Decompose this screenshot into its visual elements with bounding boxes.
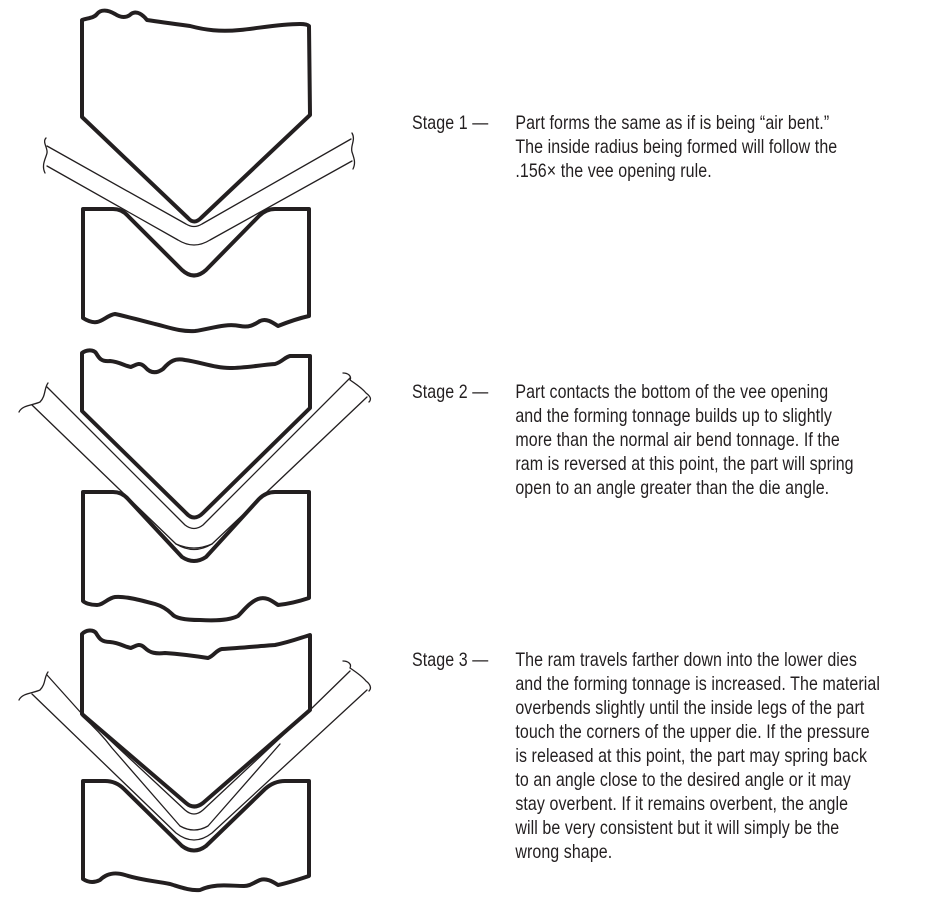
stage-3-upper-punch [80, 628, 312, 809]
stage-3-line: stay overbent. If it remains overbent, t… [515, 793, 849, 815]
stage-2-lower-die [81, 490, 311, 623]
stage-1-label: Stage 1 — [412, 112, 489, 134]
stage-1-line: The inside radius being formed will foll… [515, 136, 838, 158]
stage-3-label: Stage 3 — [412, 649, 489, 671]
stage-3-line: will be very consistent but it will simp… [515, 817, 840, 839]
stage-2-line: open to an angle greater than the die an… [515, 477, 830, 499]
stage-1-line: Part forms the same as if is being “air … [515, 112, 830, 134]
stage-1-line: .156× the vee opening rule. [515, 160, 712, 182]
stage-1-upper-punch [80, 8, 312, 224]
stage-2-break-line-left [18, 382, 49, 413]
stage-2-label: Stage 2 — [412, 381, 489, 403]
stage-3-line: and the forming tonnage is increased. Th… [515, 673, 881, 695]
stage-3-line: overbends slightly until the inside legs… [515, 697, 865, 719]
stage-3-break-line-right [342, 660, 372, 692]
stage-2-line: and the forming tonnage builds up to sli… [515, 405, 832, 427]
stage-1-description: Part forms the same as if is being “air … [515, 111, 936, 183]
stage-1-sheet-part [46, 138, 352, 228]
stage-2-upper-punch [80, 348, 312, 520]
stage-2-line: ram is reversed at this point, the part … [515, 453, 854, 475]
stage-1-drawing [42, 8, 356, 334]
stage-3-line: touch the corners of the upper die. If t… [515, 721, 870, 743]
stage-1-break-line-right [350, 132, 356, 170]
stage-2-sheet-part [46, 377, 351, 530]
stage-3-drawing [18, 628, 372, 893]
stage-2-line: Part contacts the bottom of the vee open… [515, 381, 829, 403]
stage-3-sheet-part [46, 670, 351, 815]
stage-3-line: wrong shape. [515, 841, 613, 863]
bending-stages-diagram [18, 8, 372, 893]
stage-3-line: The ram travels farther down into the lo… [515, 649, 857, 671]
stage-1-lower-die [81, 207, 311, 334]
stage-2-drawing [18, 348, 372, 623]
stage-2-break-line-right [342, 372, 372, 403]
stage-3-line: to an angle close to the desired angle o… [515, 769, 851, 791]
stage-3-lower-die [81, 779, 311, 893]
stage-1-break-line-left [42, 137, 48, 174]
stage-3-description: The ram travels farther down into the lo… [515, 648, 936, 864]
stage-3-break-line-left [18, 671, 49, 701]
stage-2-line: more than the normal air bend tonnage. I… [515, 429, 840, 451]
stage-3-line: is released at this point, the part may … [515, 745, 868, 767]
stage-2-description: Part contacts the bottom of the vee open… [515, 380, 936, 500]
